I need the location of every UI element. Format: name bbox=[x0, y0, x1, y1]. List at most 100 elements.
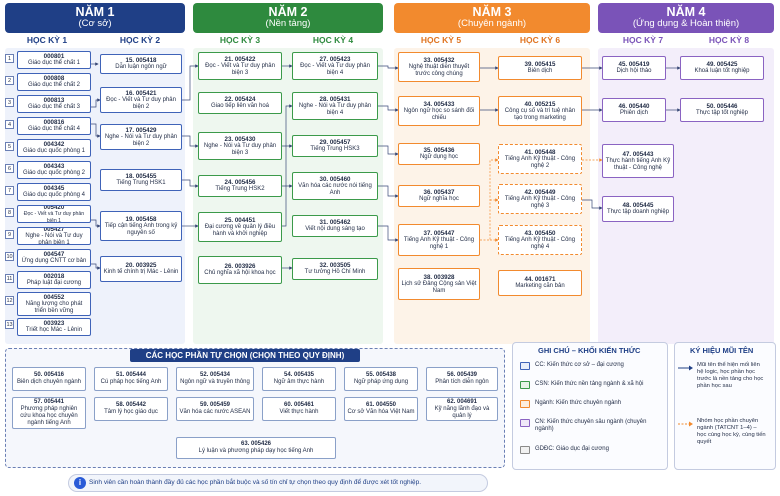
legend-text: GDĐC: Giáo dục đại cương bbox=[535, 446, 609, 452]
course-code: 25. 004451 bbox=[224, 216, 256, 224]
course-code: 41. 005448 bbox=[524, 148, 556, 156]
course-name: Tiếng Trung HSK1 bbox=[116, 180, 166, 186]
legend-item-cc: CC: Kiến thức cơ sở – đại cương bbox=[520, 362, 664, 370]
legend-panel bbox=[512, 342, 668, 470]
row-number: 11 bbox=[5, 274, 14, 283]
legend-item-csn: CSN: Kiến thức nền tảng ngành & xã hội bbox=[520, 381, 664, 389]
legend-text: CSN: Kiến thức nền tảng ngành & xã hội bbox=[535, 381, 644, 387]
course-name: Thực tập tốt nghiệp bbox=[695, 110, 749, 116]
course-code: 005427 bbox=[43, 227, 65, 233]
course-name: Lịch sử Đảng Cộng sản Việt Nam bbox=[401, 280, 477, 294]
legend-swatch bbox=[520, 381, 530, 389]
info-icon: i bbox=[74, 477, 86, 489]
course-code: 15. 005418 bbox=[125, 57, 157, 64]
course-name: Pháp luật đại cương bbox=[26, 280, 82, 286]
semester-label-7: HỌC KỲ 7 bbox=[622, 35, 664, 45]
connector-lines bbox=[91, 62, 681, 270]
row-number: 7 bbox=[5, 186, 14, 195]
course-name: Phân tích diễn ngôn bbox=[435, 379, 489, 385]
course-name: Tiếng Trung HSK3 bbox=[310, 146, 360, 152]
course-name: Nghe - Nói và Tư duy phản biện 4 bbox=[298, 102, 372, 116]
course-name: Tiếng Anh Kỹ thuật - Công nghệ 1 bbox=[403, 236, 475, 250]
legend-item-cn: CN: Kiến thức chuyên sâu ngành (chuyên n… bbox=[520, 419, 664, 433]
course-code: 61. 004550 bbox=[365, 402, 397, 408]
course-name: Nghe - Nói và Tư duy phản biện 2 bbox=[104, 133, 178, 147]
course-name: Đọc - Viết và Tư duy phản biện 1 bbox=[23, 210, 85, 223]
course-name: Tiếp cận tiếng Anh trong kỷ nguyên số bbox=[104, 222, 178, 236]
course-code: 000816 bbox=[43, 119, 65, 126]
course-name: Nghe - Nói và Tư duy phản biện 1 bbox=[25, 232, 83, 245]
course-name: Tâm lý học giáo dục bbox=[104, 409, 158, 415]
course-name: Nghệ thuật diễn thuyết trước công chúng bbox=[408, 63, 470, 77]
course-code: 51. 005444 bbox=[115, 372, 147, 378]
course-name: Chủ nghĩa xã hội khoa học bbox=[204, 270, 276, 276]
row-number: 13 bbox=[5, 320, 14, 329]
course-code: 42. 005449 bbox=[524, 188, 556, 196]
course-code: 002018 bbox=[43, 273, 65, 280]
row-number: 2 bbox=[5, 76, 14, 85]
